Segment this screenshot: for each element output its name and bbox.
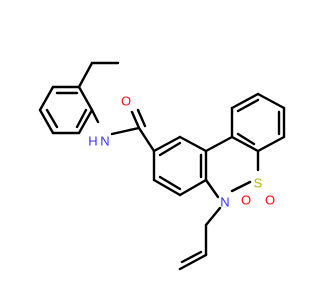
ring-nitrogen-label: N — [220, 195, 229, 210]
sulfur-label: S — [254, 176, 263, 191]
amide-hydrogen-label: H — [88, 134, 97, 149]
heteroatom-labels: O N H N S O O — [88, 94, 275, 210]
molecule-structure: O N H N S O O — [38, 61, 286, 271]
amide-oxygen-label: O — [121, 94, 131, 109]
amide-nitrogen-label: N — [100, 134, 109, 149]
sulfonyl-oxygen-right-label: O — [265, 193, 275, 208]
bond-skeleton — [38, 61, 286, 271]
sulfonyl-oxygen-left-label: O — [241, 193, 251, 208]
